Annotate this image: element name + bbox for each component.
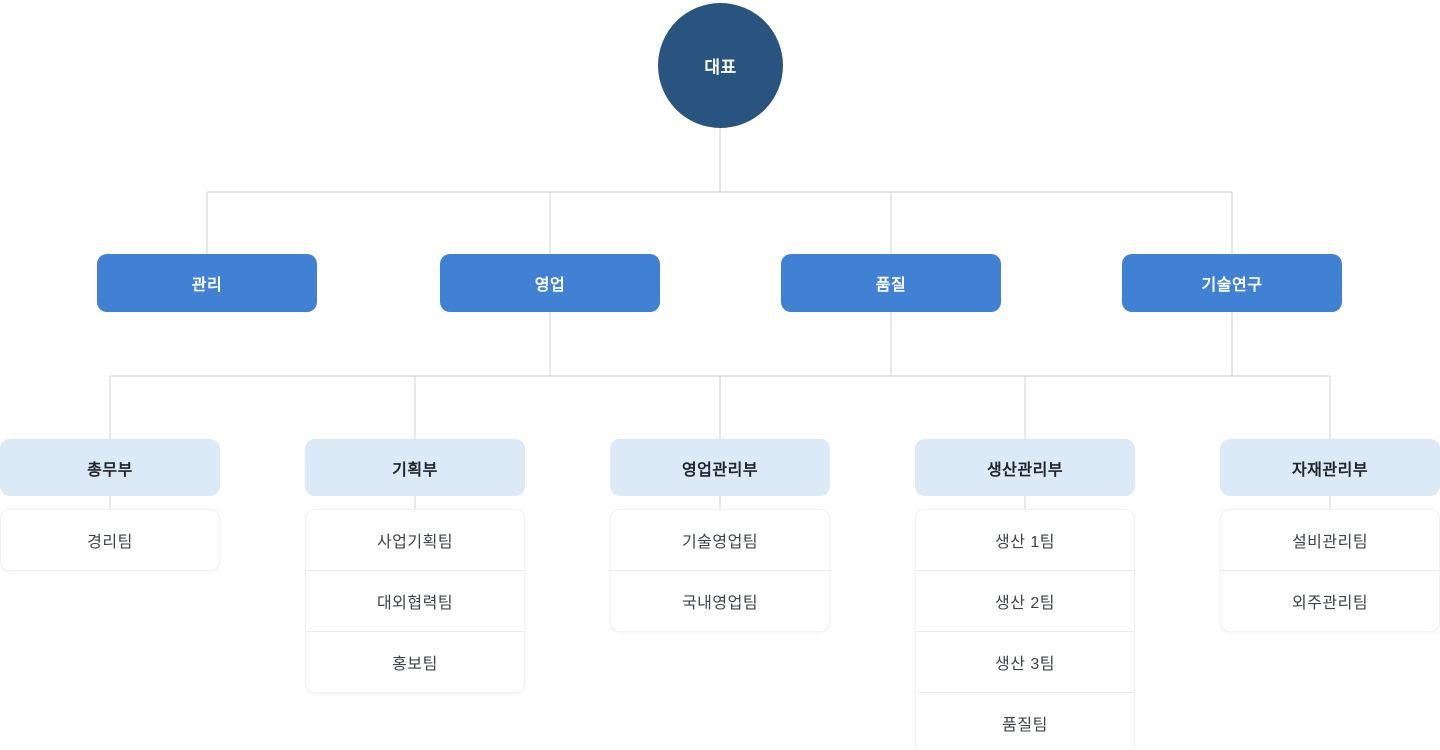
department-column: 영업관리부 기술영업팀 국내영업팀 xyxy=(610,439,830,632)
team-item: 기술영업팀 xyxy=(681,534,759,551)
department-column: 총무부 경리팀 xyxy=(0,439,220,571)
department-column: 생산관리부 생산 1팀 생산 2팀 생산 3팀 품질팀 xyxy=(915,439,1135,750)
division-box: 관리 xyxy=(97,254,317,312)
team-list: 설비관리팀 외주관리팀 xyxy=(1220,509,1440,632)
division-box: 영업 xyxy=(440,254,660,312)
division-box: 품질 xyxy=(781,254,1001,312)
team-item: 경리팀 xyxy=(87,534,133,551)
team-item: 생산 2팀 xyxy=(916,570,1134,631)
division-box: 기술연구 xyxy=(1122,254,1342,312)
department-header: 기획부 xyxy=(305,439,525,496)
team-item: 설비관리팀 xyxy=(1291,534,1369,551)
department-header: 영업관리부 xyxy=(610,439,830,496)
department-column: 기획부 사업기획팀 대외협력팀 홍보팀 xyxy=(305,439,525,693)
team-item: 홍보팀 xyxy=(306,631,524,692)
department-header: 자재관리부 xyxy=(1220,439,1440,496)
team-item: 국내영업팀 xyxy=(611,570,829,631)
team-item: 외주관리팀 xyxy=(1221,570,1439,631)
team-list: 사업기획팀 대외협력팀 홍보팀 xyxy=(305,509,525,693)
team-list: 기술영업팀 국내영업팀 xyxy=(610,509,830,632)
team-item: 생산 1팀 xyxy=(994,534,1055,551)
team-item: 품질팀 xyxy=(916,692,1134,750)
department-column: 자재관리부 설비관리팀 외주관리팀 xyxy=(1220,439,1440,632)
team-item: 대외협력팀 xyxy=(306,570,524,631)
department-header: 총무부 xyxy=(0,439,220,496)
ceo-node: 대표 xyxy=(658,3,783,128)
department-header: 생산관리부 xyxy=(915,439,1135,496)
team-item: 생산 3팀 xyxy=(916,631,1134,692)
team-item: 사업기획팀 xyxy=(376,534,454,551)
team-list: 생산 1팀 생산 2팀 생산 3팀 품질팀 xyxy=(915,509,1135,750)
team-list: 경리팀 xyxy=(0,509,220,571)
